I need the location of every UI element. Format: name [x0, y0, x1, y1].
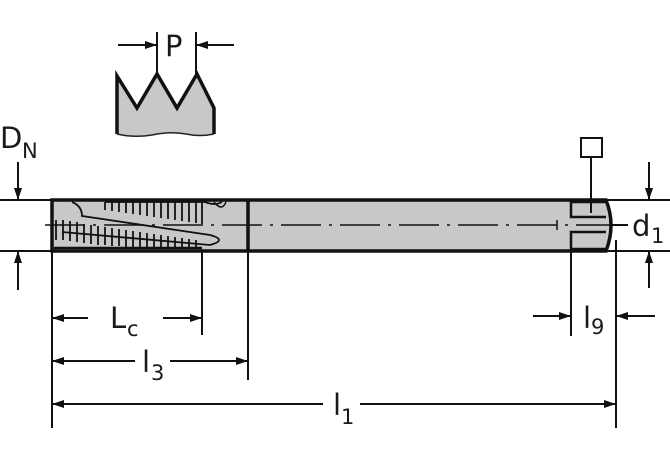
d1-subscript: 1 — [651, 224, 664, 248]
lc-label: L — [110, 301, 126, 335]
thread-profile-detail: P — [115, 29, 234, 138]
square-end-detail — [569, 200, 606, 251]
l1-label: l — [333, 388, 341, 422]
l1-subscript: 1 — [341, 405, 354, 429]
pitch-label: P — [165, 29, 183, 63]
dn-label: D — [0, 121, 22, 155]
l3-label: l — [142, 345, 150, 379]
shank-diameter-dimension: d 1 — [612, 162, 664, 288]
cutting-flutes — [54, 201, 227, 250]
thread-length-dimension: l 3 — [52, 345, 248, 385]
overall-length-dimension: l 1 — [52, 388, 616, 429]
l9-label: l — [583, 301, 591, 335]
square-symbol — [580, 137, 603, 213]
nominal-diameter-dimension: D N — [0, 121, 38, 290]
dn-subscript: N — [22, 139, 38, 163]
l9-subscript: 9 — [591, 315, 604, 339]
extension-lines — [51, 240, 617, 428]
square-length-dimension: l 9 — [533, 301, 655, 339]
cutting-length-dimension: L c — [52, 301, 202, 341]
d1-label: d — [632, 209, 650, 243]
lc-subscript: c — [127, 317, 139, 341]
l3-subscript: 3 — [151, 361, 164, 385]
tool-body — [0, 198, 670, 253]
